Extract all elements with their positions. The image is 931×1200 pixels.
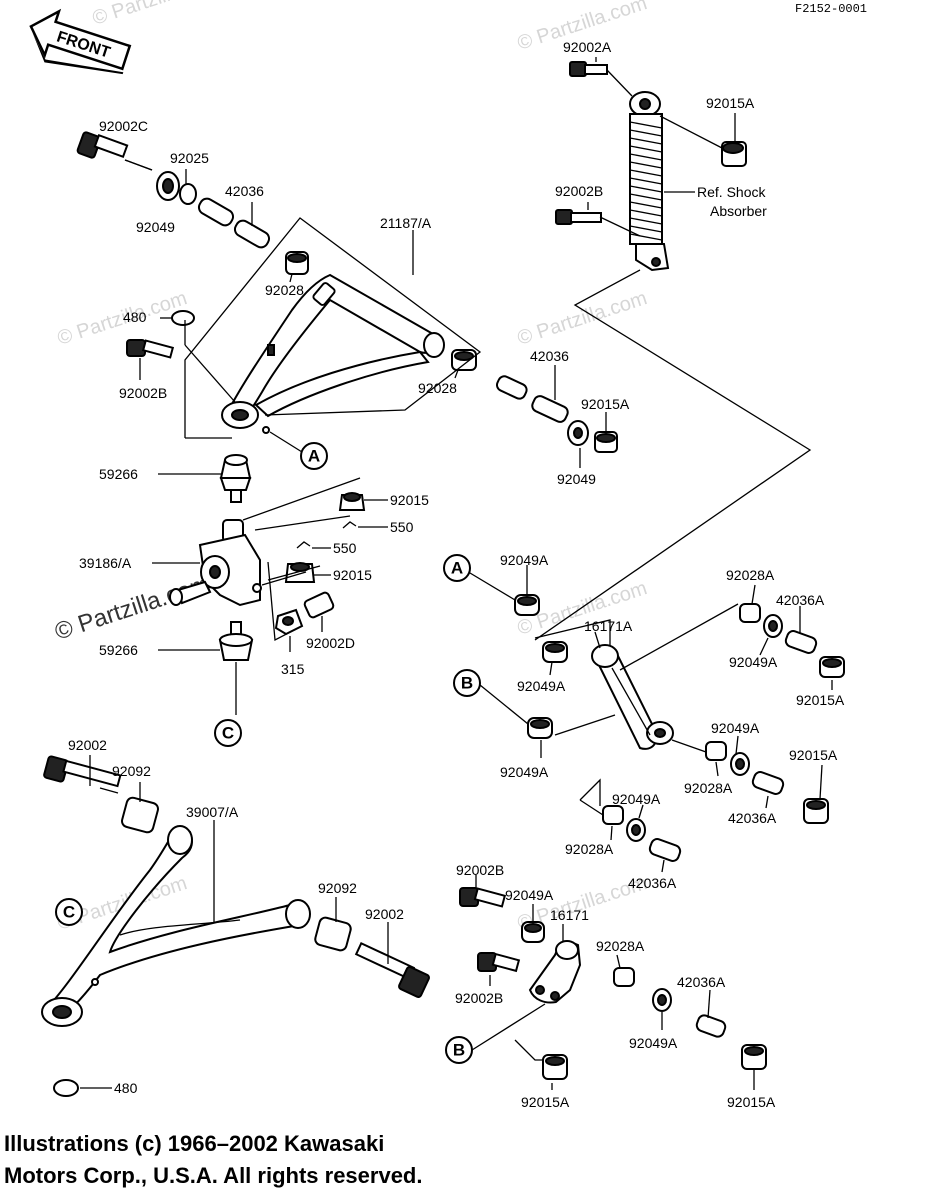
part-16171A[interactable]: 16171A [584, 618, 633, 634]
part-92015A[interactable]: 92015A [796, 692, 845, 708]
svg-text:C: C [222, 724, 234, 743]
part-92028[interactable]: 92028 [418, 380, 457, 396]
a-arm-bushings-right [495, 365, 618, 468]
part-92049A[interactable]: 92049A [517, 678, 566, 694]
part-42036[interactable]: 42036 [225, 183, 264, 199]
part-92049A[interactable]: 92049A [729, 654, 778, 670]
part-92049[interactable]: 92049 [136, 219, 175, 235]
part-92015A[interactable]: 92015A [581, 396, 630, 412]
upper-a-arm [76, 131, 482, 453]
part-92015A[interactable]: 92015A [789, 747, 838, 763]
part-39007A[interactable]: 39007/A [186, 804, 239, 820]
part-92015A[interactable]: 92015A [727, 1094, 776, 1110]
part-92092[interactable]: 92092 [112, 763, 151, 779]
part-315[interactable]: 315 [281, 661, 305, 677]
tie-rod-assembly [464, 565, 845, 873]
part-92049A[interactable]: 92049A [711, 720, 760, 736]
part-92049A[interactable]: 92049A [629, 1035, 678, 1051]
watermark: © Partzilla.com [52, 570, 214, 646]
part-92025[interactable]: 92025 [170, 150, 209, 166]
part-42036A[interactable]: 42036A [677, 974, 726, 990]
part-92049A[interactable]: 92049A [500, 552, 549, 568]
part-92028A[interactable]: 92028A [565, 841, 614, 857]
svg-text:B: B [453, 1041, 465, 1060]
bracket-assembly [459, 875, 767, 1090]
copyright-notice: Illustrations (c) 1966–2002 Kawasaki Mot… [4, 1128, 422, 1192]
svg-text:B: B [461, 674, 473, 693]
part-59266[interactable]: 59266 [99, 466, 138, 482]
part-92002D[interactable]: 92002D [306, 635, 355, 651]
part-92015[interactable]: 92015 [390, 492, 429, 508]
ref-marker-A: A [443, 554, 471, 582]
part-92015[interactable]: 92015 [333, 567, 372, 583]
part-42036[interactable]: 42036 [530, 348, 569, 364]
part-21187A[interactable]: 21187/A [380, 215, 432, 231]
part-92002B[interactable]: 92002B [455, 990, 503, 1006]
part-92015A[interactable]: 92015A [521, 1094, 570, 1110]
part-92002B[interactable]: 92002B [119, 385, 167, 401]
part-92002[interactable]: 92002 [68, 737, 107, 753]
ref-marker-A: A [300, 442, 328, 470]
part-92049[interactable]: 92049 [557, 471, 596, 487]
part-92002C[interactable]: 92002C [99, 118, 148, 134]
part-92002[interactable]: 92002 [365, 906, 404, 922]
ref-shock-label: Ref. Shock [697, 184, 766, 200]
ref-marker-B: B [453, 669, 481, 697]
part-16171[interactable]: 16171 [550, 907, 589, 923]
copyright-line: Motors Corp., U.S.A. All rights reserved… [4, 1163, 423, 1188]
part-92049A[interactable]: 92049A [505, 887, 554, 903]
part-92028[interactable]: 92028 [265, 282, 304, 298]
watermark: © Partzilla.com [90, 0, 225, 30]
part-92015A[interactable]: 92015A [706, 95, 755, 111]
part-42036A[interactable]: 42036A [628, 875, 677, 891]
ref-marker-B: B [445, 1036, 473, 1064]
watermark: © Partzilla.com [515, 287, 650, 350]
part-92092[interactable]: 92092 [318, 880, 357, 896]
svg-text:A: A [308, 447, 320, 466]
watermarks: © Partzilla.com © Partzilla.com © Partzi… [52, 0, 650, 935]
part-92002B[interactable]: 92002B [456, 862, 504, 878]
part-42036A[interactable]: 42036A [776, 592, 825, 608]
ref-marker-C: C [55, 898, 83, 926]
copyright-line: Illustrations (c) 1966–2002 Kawasaki [4, 1131, 385, 1156]
part-39186A[interactable]: 39186/A [79, 555, 132, 571]
part-92002A[interactable]: 92002A [563, 39, 612, 55]
svg-text:C: C [63, 903, 75, 922]
diagram-code: F2152-0001 [795, 2, 868, 16]
knuckle-assembly [169, 454, 366, 715]
ref-marker-C: C [214, 719, 242, 747]
part-92002B[interactable]: 92002B [555, 183, 603, 199]
part-42036A[interactable]: 42036A [728, 810, 777, 826]
part-59266[interactable]: 59266 [99, 642, 138, 658]
ref-shock-label: Absorber [710, 203, 767, 219]
svg-text:A: A [451, 559, 463, 578]
part-480[interactable]: 480 [123, 309, 147, 325]
shock-absorber [555, 57, 747, 272]
part-92049A[interactable]: 92049A [612, 791, 661, 807]
part-92049A[interactable]: 92049A [500, 764, 549, 780]
part-550[interactable]: 550 [333, 540, 357, 556]
part-550[interactable]: 550 [390, 519, 414, 535]
part-92028A[interactable]: 92028A [684, 780, 733, 796]
part-480[interactable]: 480 [114, 1080, 138, 1096]
lower-a-arm [41, 755, 430, 1097]
part-92028A[interactable]: 92028A [596, 938, 645, 954]
part-92028A[interactable]: 92028A [726, 567, 775, 583]
